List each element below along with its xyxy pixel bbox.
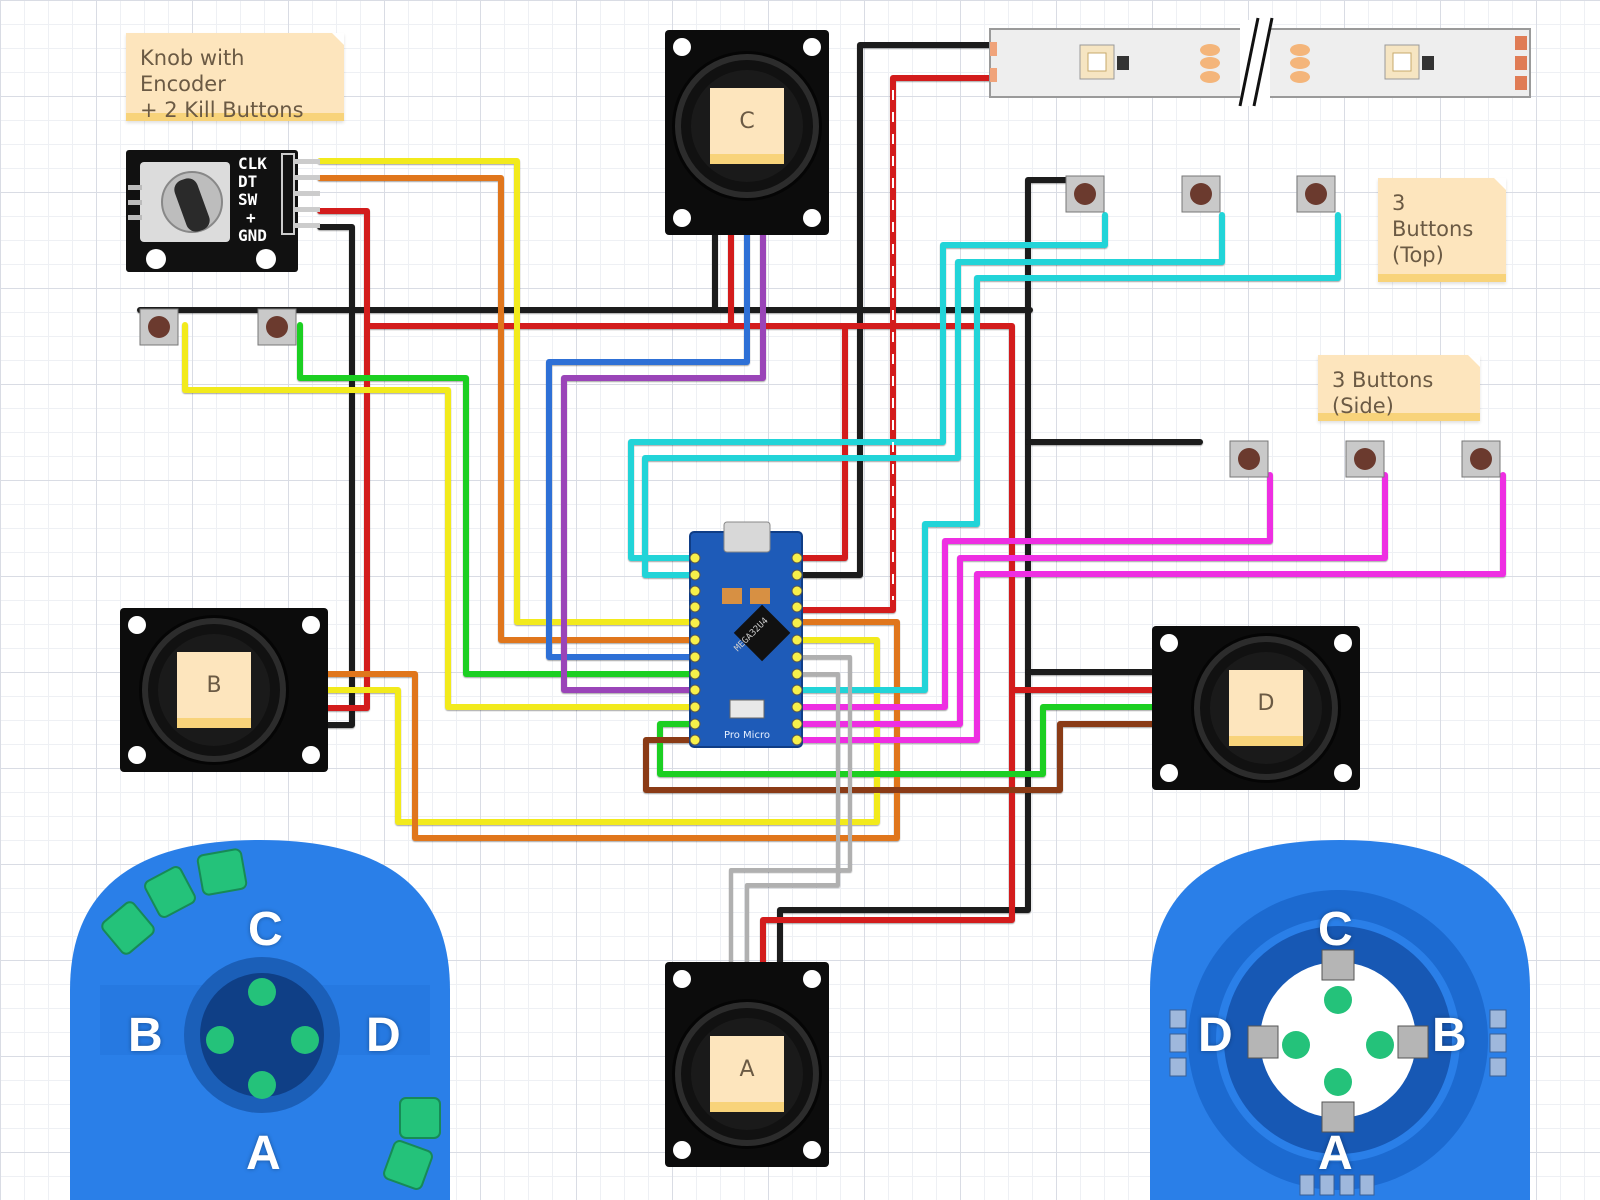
joystick-b: B xyxy=(120,608,328,772)
side-button-2 xyxy=(1345,440,1385,478)
joystick-d-label: D xyxy=(1229,670,1303,746)
top-button-2 xyxy=(1181,175,1221,213)
pin-dt: DT xyxy=(238,172,258,191)
pin-clk: CLK xyxy=(238,154,267,173)
pro-micro-board xyxy=(689,521,803,748)
case-right xyxy=(1150,840,1530,1200)
joystick-c-label: C xyxy=(710,88,784,164)
wire-red-stick-a xyxy=(760,687,1015,971)
wire-gray-a1 xyxy=(729,655,852,970)
wire-red-encoder xyxy=(317,208,370,711)
joystick-a-label: A xyxy=(710,1036,784,1112)
wire-purple-stick-c xyxy=(561,223,766,693)
wire-gray-a2 xyxy=(745,672,840,970)
wire-orange-stick-b xyxy=(322,619,900,841)
wire-magenta-side-1 xyxy=(797,472,1273,710)
wire-cyan-top-2 xyxy=(642,212,1225,578)
case-left-label-d: D xyxy=(366,1009,401,1062)
note-side-buttons: 3 Buttons (Side) xyxy=(1318,355,1480,421)
case-right-label-b: B xyxy=(1432,1009,1467,1062)
pin-plus: + xyxy=(246,208,256,227)
wire-red-strip xyxy=(797,75,993,613)
pin-sw: SW xyxy=(238,190,258,209)
wire-red-bus xyxy=(364,323,1166,693)
encoder-pin-labels: CLK DT SW + GND xyxy=(238,155,267,245)
wire-yellow-clk xyxy=(317,158,695,625)
wire-magenta-side-2 xyxy=(797,472,1388,727)
pin-gnd: GND xyxy=(238,226,267,245)
wire-cyan-top-1 xyxy=(628,212,1108,561)
kill-button-2 xyxy=(257,308,297,346)
case-left xyxy=(70,840,450,1200)
side-button-3 xyxy=(1461,440,1501,478)
wire-yellow-kill1 xyxy=(182,322,695,710)
joystick-b-label: B xyxy=(177,652,251,728)
wire-cyan-top-3 xyxy=(797,212,1341,693)
kill-button-1 xyxy=(139,308,179,346)
wire-blue-stick-c xyxy=(546,223,750,660)
board-name: Pro Micro xyxy=(724,730,770,741)
note-top-buttons: 3 Buttons (Top) xyxy=(1378,178,1506,282)
wire-black-strip xyxy=(797,42,993,578)
case-left-label-a: A xyxy=(246,1127,281,1180)
wire-yellow-stick-b xyxy=(322,637,880,825)
wire-red-board xyxy=(797,323,848,561)
joystick-d: D xyxy=(1152,626,1360,790)
joystick-c: C xyxy=(665,30,829,235)
wire-magenta-side-3 xyxy=(797,472,1506,743)
side-button-1 xyxy=(1229,440,1269,478)
joystick-a: A xyxy=(665,962,829,1167)
led-strip xyxy=(989,17,1531,107)
wire-black-encoder-gnd xyxy=(317,224,355,728)
wire-brown-stick-d xyxy=(643,721,1166,793)
case-right-label-a: A xyxy=(1318,1127,1353,1180)
wires xyxy=(137,42,1506,971)
case-left-label-b: B xyxy=(128,1009,163,1062)
top-button-1 xyxy=(1065,175,1105,213)
case-right-label-d: D xyxy=(1198,1009,1233,1062)
rotary-encoder xyxy=(126,150,320,272)
pushbuttons xyxy=(139,175,1501,478)
top-button-3 xyxy=(1296,175,1336,213)
wire-green-kill2 xyxy=(297,322,695,677)
wire-orange-dt xyxy=(317,175,695,643)
wire-black-top-buttons xyxy=(777,177,1093,971)
note-knob: Knob with Encoder + 2 Kill Buttons xyxy=(126,33,344,122)
case-left-label-c: C xyxy=(248,903,283,956)
case-right-label-c: C xyxy=(1318,903,1353,956)
